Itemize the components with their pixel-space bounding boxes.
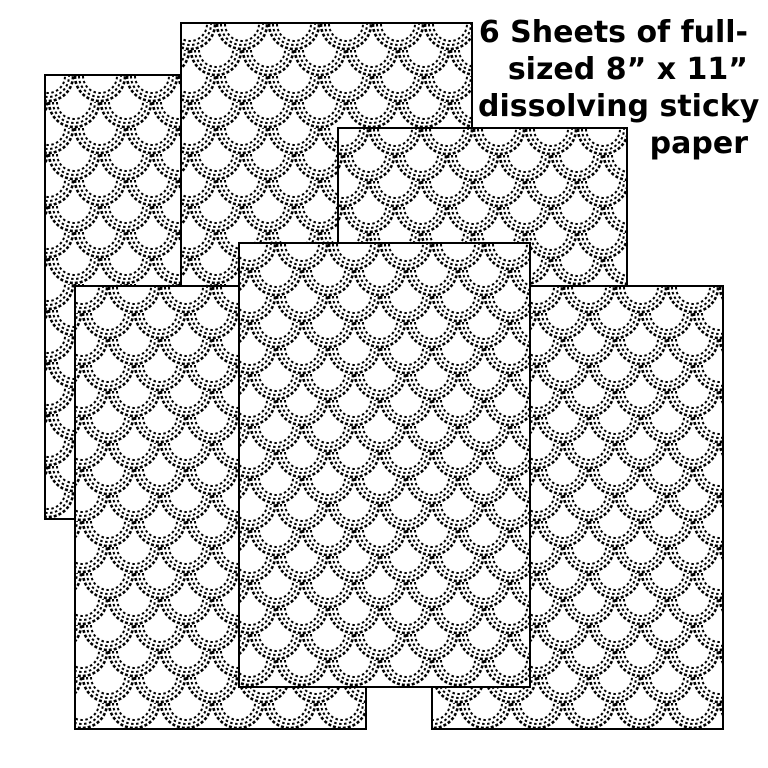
caption-line-4: paper bbox=[649, 126, 748, 161]
caption-line-2: sized 8” x 11” bbox=[507, 52, 748, 87]
product-caption: 6 Sheets of full- sized 8” x 11” dissolv… bbox=[478, 14, 760, 162]
caption-line-3: dissolving sticky bbox=[478, 89, 760, 124]
paper-sheet-front-center bbox=[238, 242, 531, 688]
caption-line-1: 6 Sheets of full- bbox=[478, 15, 748, 50]
